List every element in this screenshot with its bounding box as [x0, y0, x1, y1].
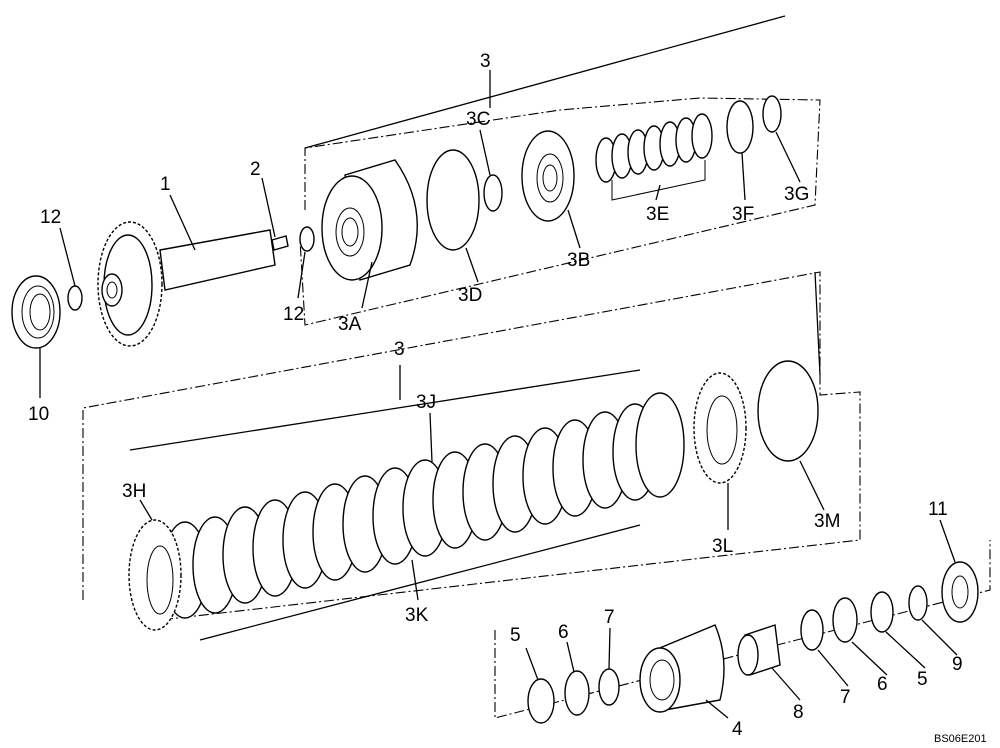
label-3g: 3G [784, 184, 809, 205]
needle-bearing-8 [737, 624, 781, 676]
pin-2 [271, 235, 289, 251]
label-6-left: 6 [558, 622, 569, 643]
bearing-race-6-right [832, 597, 858, 643]
clutch-pack-3e [595, 113, 713, 201]
label-3m: 3M [814, 511, 840, 532]
label-5-right: 5 [917, 669, 928, 690]
upper-assembly-envelope [299, 15, 821, 326]
label-3f: 3F [732, 204, 754, 225]
plate-3h [128, 519, 182, 631]
label-12-left: 12 [40, 207, 61, 228]
seal-ring-3d [426, 149, 480, 251]
washer-7-right [800, 609, 824, 651]
label-10: 10 [28, 404, 49, 425]
piston-3b [521, 130, 575, 222]
washer-7-left [598, 668, 620, 706]
plate-3l [693, 372, 747, 484]
ring-3f [726, 100, 754, 154]
label-1: 1 [160, 174, 171, 195]
clutch-pack-3j-3k [129, 369, 685, 641]
label-7-left: 7 [604, 607, 615, 628]
label-3-mid: 3 [394, 339, 405, 360]
label-3d: 3D [458, 285, 482, 306]
label-3c: 3C [466, 109, 490, 130]
snap-ring-3g [762, 95, 782, 133]
bearing-10 [11, 275, 61, 349]
gear-shaft-1 [97, 221, 276, 347]
label-8: 8 [793, 702, 804, 723]
label-12-mid: 12 [283, 304, 304, 325]
label-7-right: 7 [840, 687, 851, 708]
snap-ring-12-left [67, 285, 83, 311]
washer-5-left [527, 678, 555, 724]
clutch-drum-3a [321, 159, 418, 281]
drawing-code: BS06E201 [934, 733, 987, 745]
label-3b: 3B [567, 250, 590, 271]
label-3e: 3E [646, 204, 669, 225]
lower-assembly-envelope [82, 271, 861, 621]
label-3-top: 3 [480, 51, 491, 72]
bearing-11 [941, 561, 979, 623]
label-11: 11 [928, 499, 948, 520]
label-3h: 3H [122, 481, 146, 502]
seal-3c [483, 174, 503, 212]
label-6-right: 6 [877, 674, 888, 695]
clip-9 [908, 585, 928, 621]
gear-4 [639, 624, 725, 713]
label-3k: 3K [405, 605, 429, 626]
leader-lines [39, 129, 958, 719]
label-2: 2 [250, 159, 261, 180]
seal-ring-3m [757, 360, 819, 462]
label-3l: 3L [712, 536, 733, 557]
label-4: 4 [732, 719, 743, 740]
snap-ring-12-mid [299, 226, 315, 252]
label-3a: 3A [338, 314, 362, 335]
label-5-left: 5 [510, 625, 521, 646]
washer-5-right [870, 591, 894, 633]
label-9: 9 [952, 654, 963, 675]
bearing-race-6-left [564, 670, 590, 716]
label-3j: 3J [416, 392, 436, 413]
